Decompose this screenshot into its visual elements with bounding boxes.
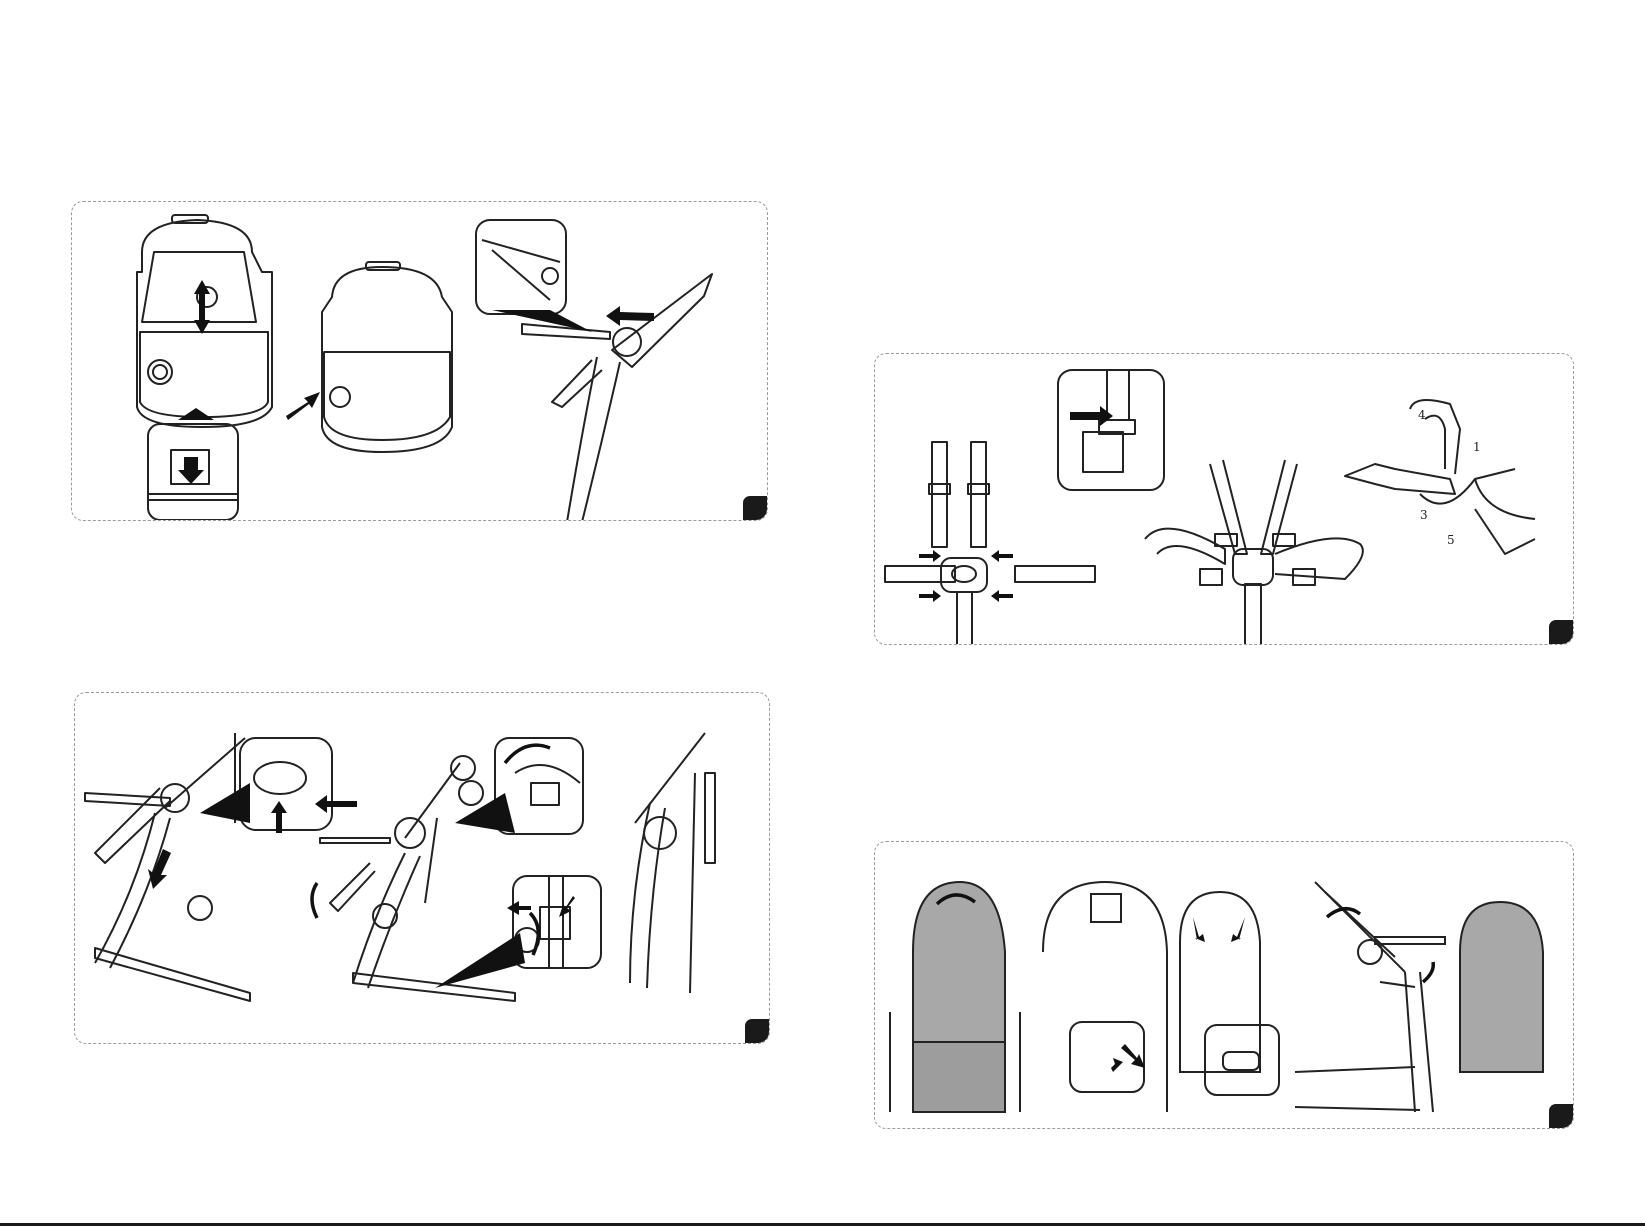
page-tab (745, 1019, 769, 1043)
step-label-4: 4 (1418, 408, 1426, 422)
harness-panel: 1 3 4 5 (874, 353, 1574, 645)
fold-illustration (75, 693, 770, 1044)
step-label-5: 5 (1447, 533, 1455, 547)
step-label-1: 1 (1473, 440, 1481, 454)
page-tab (743, 496, 767, 520)
step-label-3: 3 (1420, 508, 1428, 522)
tray-panel (71, 201, 768, 521)
cover-panel (874, 841, 1574, 1129)
page-tab (1549, 1104, 1573, 1128)
cover-illustration (875, 842, 1574, 1129)
tray-illustration (72, 202, 768, 521)
harness-illustration: 1 3 4 5 (875, 354, 1574, 645)
page-tab (1549, 620, 1573, 644)
fold-panel (74, 692, 770, 1044)
